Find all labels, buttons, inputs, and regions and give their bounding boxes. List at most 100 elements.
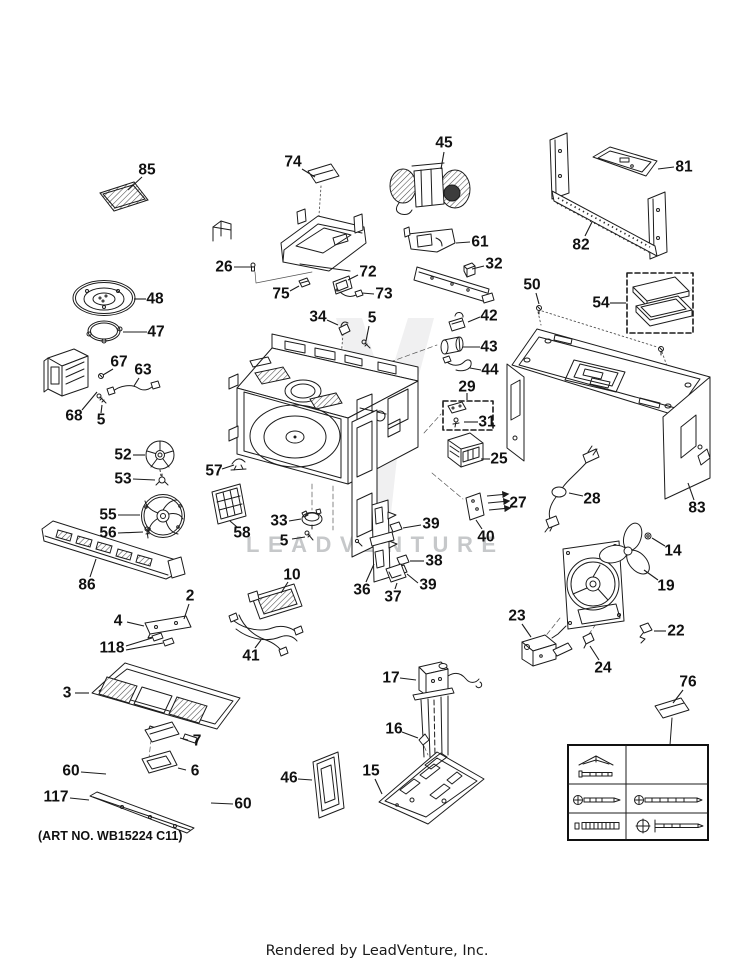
part-117-trim-strip (89, 791, 195, 834)
part-40-interlock-plate (465, 492, 485, 521)
callout-86: 86 (78, 558, 97, 594)
callout-16: 16 (385, 721, 419, 739)
part-24-clip (582, 632, 595, 649)
callout-label-37: 37 (384, 589, 401, 606)
callout-label-16: 16 (385, 721, 403, 738)
callout-14: 14 (651, 537, 682, 560)
callout-label-61: 61 (471, 234, 489, 251)
callout-57: 57 (205, 463, 235, 480)
callout-label-47: 47 (147, 324, 164, 341)
pcb-mount-frame (280, 208, 367, 272)
callout-63: 63 (133, 362, 152, 387)
callout-82: 82 (572, 221, 593, 254)
part-26-pin (250, 262, 256, 272)
callout-19: 19 (643, 569, 675, 595)
callout-label-10: 10 (283, 567, 300, 584)
part-5-screw-mid (304, 530, 314, 541)
part-58-grille-filter (211, 483, 247, 525)
part-41-wire-harness (228, 612, 304, 657)
part-10-control-board (247, 583, 303, 620)
callout-label-36: 36 (353, 582, 371, 599)
callout-label-76: 76 (679, 674, 697, 691)
callout-27: 27 (486, 490, 527, 513)
callout-29: 29 (458, 379, 476, 400)
callout-label-54: 54 (592, 295, 610, 312)
callout-label-83: 83 (688, 500, 706, 517)
footer-credit: Rendered by LeadVenture, Inc. (266, 943, 489, 959)
callout-label-29: 29 (458, 379, 476, 396)
part-48-turntable-tray (72, 280, 136, 316)
callout-label-45: 45 (435, 135, 453, 152)
callout-label-44: 44 (481, 362, 499, 379)
callout-label-46: 46 (280, 770, 298, 787)
callout-label-39: 39 (422, 516, 440, 533)
part-4-bracket (144, 615, 192, 639)
callout-label-23: 23 (508, 608, 526, 625)
callout-label-60: 60 (234, 796, 251, 813)
part-72-board (332, 275, 353, 295)
part-5-screw-left (96, 393, 107, 404)
callout-label-34: 34 (309, 309, 327, 326)
part-25-transformer (447, 432, 484, 468)
callout-6: 6 (177, 763, 200, 780)
part-44-diode-wire (442, 355, 472, 372)
callout-label-25: 25 (490, 451, 508, 468)
callout-39: 39 (402, 516, 440, 533)
part-50-screws (536, 305, 664, 356)
callout-label-22: 22 (667, 623, 684, 640)
callout-label-55: 55 (99, 507, 117, 524)
callout-85: 85 (127, 162, 156, 191)
corner-clip-bracket (212, 220, 232, 242)
part-3-vent-panel (91, 662, 241, 744)
callout-label-53: 53 (114, 471, 132, 488)
callout-5: 5 (97, 404, 106, 429)
hardware-kit-table (567, 744, 709, 841)
callout-label-82: 82 (572, 237, 589, 254)
part-86-vent-grille (41, 520, 186, 580)
callout-46: 46 (280, 770, 313, 787)
callout-label-4: 4 (114, 613, 123, 630)
part-83-outer-case (506, 328, 711, 500)
part-32-switch-block (463, 262, 476, 278)
callout-label-42: 42 (480, 308, 497, 325)
callout-81: 81 (657, 159, 693, 176)
callout-label-63: 63 (134, 362, 152, 379)
part-36-latch-bracket (354, 499, 398, 583)
callout-53: 53 (114, 471, 156, 488)
callout-3: 3 (63, 685, 89, 702)
support-rail (413, 266, 495, 304)
callout-32: 32 (471, 256, 503, 273)
callout-label-5: 5 (368, 310, 377, 327)
callout-34: 34 (309, 309, 339, 326)
part-37-latch-lever (385, 563, 407, 583)
part-42-thermostat (448, 312, 466, 332)
oven-cavity-body (228, 333, 419, 485)
phillips-washer-screw-icon (573, 795, 621, 805)
callout-label-73: 73 (375, 286, 393, 303)
part-19-fan-blade (599, 522, 650, 575)
part-118-clips (151, 632, 175, 647)
part-29-fuse-kit-box (442, 400, 494, 431)
part-7-plate (144, 721, 180, 743)
part-23-fan-motor (521, 634, 573, 667)
callout-67: 67 (102, 354, 128, 376)
part-61-bracket (403, 226, 456, 253)
callout-4: 4 (114, 613, 145, 630)
callout-61: 61 (455, 234, 489, 251)
callout-label-68: 68 (65, 408, 83, 425)
callout-50: 50 (523, 277, 541, 305)
callout-label-72: 72 (359, 264, 376, 281)
part-63-thermistor-cable (106, 380, 161, 396)
part-14-nut (644, 532, 652, 540)
callout-40: 40 (475, 519, 495, 546)
callout-label-43: 43 (480, 339, 498, 356)
callout-label-60: 60 (62, 763, 79, 780)
phillips-flat-long-screw-icon (635, 818, 704, 834)
callout-label-32: 32 (485, 256, 502, 273)
callout-68: 68 (65, 391, 98, 425)
callout-47: 47 (123, 324, 165, 341)
callout-label-56: 56 (99, 525, 117, 542)
callout-43: 43 (463, 339, 498, 356)
callout-117: 117 (43, 789, 90, 806)
